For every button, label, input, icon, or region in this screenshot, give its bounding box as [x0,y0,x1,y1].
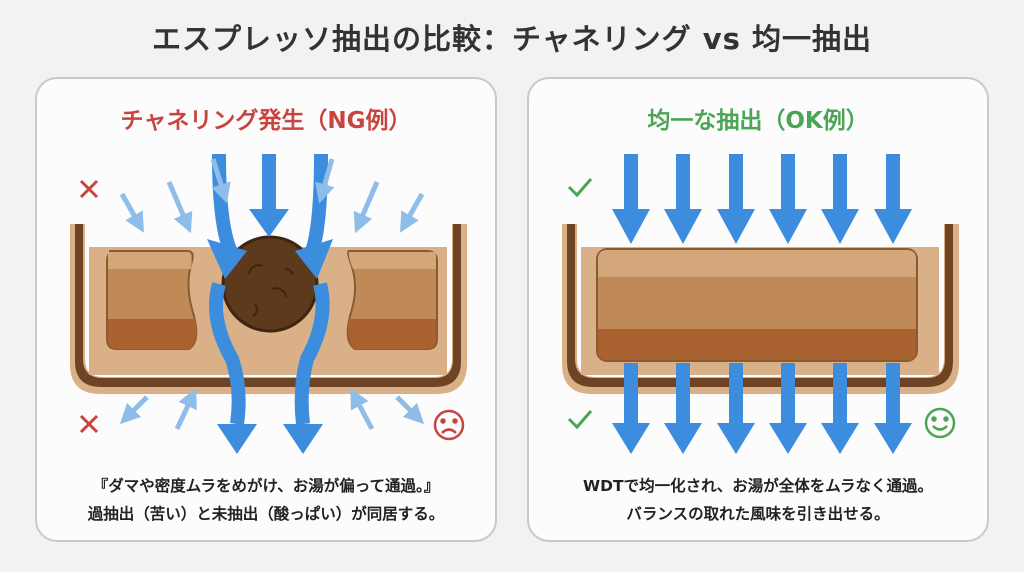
panel-even-ok: 均一な抽出（OK例） [527,77,989,542]
description-line: WDTで均一化され、お湯が全体をムラなく通過。 [583,477,933,495]
six-outflow-arrows [612,363,912,454]
even-coffee-puck [596,248,918,362]
cross-icon [79,414,99,434]
panel-heading-ok: 均一な抽出（OK例） [647,108,869,134]
coffee-clump [221,235,319,333]
channel-arrowheads [207,209,333,454]
coffee-puck-right [346,250,438,350]
check-icon [567,178,593,198]
panel-description-ok: WDTで均一化され、お湯が全体をムラなく通過。 バランスの取れた風味を引き出せる… [529,472,987,528]
cross-icon [79,179,99,199]
coffee-puck-left [106,250,198,350]
panel-heading-ng: チャネリング発生（NG例） [120,108,412,134]
description-line: 過抽出（苦い）と未抽出（酸っぱい）が同居する。 [87,505,445,523]
description-line: 『ダマや密度ムラをめがけ、お湯が偏って通過。』 [92,477,440,495]
even-extraction-diagram [562,154,959,454]
six-inflow-arrows [612,154,912,244]
channeling-diagram [70,153,467,454]
deflected-water-arrows [119,158,425,431]
panel-channeling-ng: チャネリング発生（NG例） [35,77,497,542]
panel-description-ng: 『ダマや密度ムラをめがけ、お湯が偏って通過。』 過抽出（苦い）と未抽出（酸っぱい… [37,472,495,528]
smile-face-icon [924,407,956,439]
page-title: エスプレッソ抽出の比較：チャネリング vs 均一抽出 [151,22,873,56]
description-line: バランスの取れた風味を引き出せる。 [626,505,890,523]
sad-face-icon [433,409,465,441]
check-icon [567,410,593,430]
